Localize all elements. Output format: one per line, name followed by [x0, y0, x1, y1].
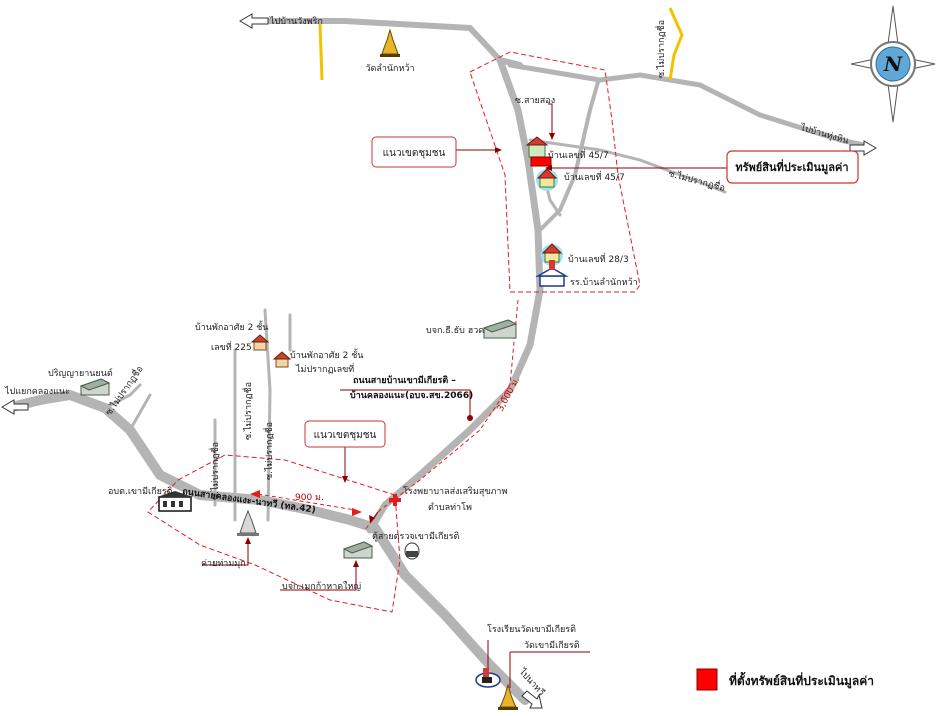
main-north-south-road: [366, 56, 544, 534]
label-hospital-line2: ตำบลท่าโพ: [428, 502, 472, 513]
callout-mekka: [280, 563, 357, 591]
distance-arrow-900-right: [352, 508, 362, 516]
label-school-wat-khao-mi-kiat: โรงเรียนวัดเขามีเกียรติ: [487, 624, 576, 635]
label-to-ban-thung-hin: ไปบ้านทุ่งหิน: [798, 122, 850, 147]
label-parinya-yanyon: ปริญญายานยนต์: [48, 367, 113, 379]
road-left-spur: [103, 383, 142, 410]
label-wat-khao-mi-kiat: วัดเขามีเกียรติ: [524, 640, 580, 651]
police-box-icon: [404, 542, 420, 560]
label-distance-3000: 3,000 ม.: [496, 376, 522, 414]
label-obt-khao-mi-kiat: อบต.เขามีเกียรติ: [108, 486, 173, 497]
callout-road-name: [340, 389, 471, 418]
school-icon: [535, 260, 569, 287]
label-road-name-line2: บ้านคลองแนะ(อบจ.สข.2066): [350, 390, 473, 401]
distance-lines: [257, 299, 519, 531]
legend: ที่ตั้งทรัพย์สินที่ประเมินมูลค่า: [696, 668, 874, 691]
label-soi-mai-prakot-chue: ซ.ไม่ปรากฏชื่อ: [667, 166, 726, 194]
callout-soi-sai-song: [548, 103, 553, 138]
callout-arrowheads: [245, 133, 555, 567]
label-company-sithap: บจก.ธี.ธับ ฮวด: [426, 325, 484, 336]
factory-icon: [79, 378, 111, 396]
community-boundary-south: [147, 454, 401, 613]
school-icon: [475, 668, 501, 688]
community-zone-bottom-label: แนวเขตชุมชน: [314, 430, 377, 441]
label-soi-vertical-3: ซ.ไม่ปรากฏชื่อ: [262, 422, 275, 480]
road-soi-vertical-2: [263, 308, 272, 522]
road-loop-inner: [528, 138, 727, 194]
house-icon: [272, 351, 292, 368]
arrow-right-icon: [849, 140, 877, 156]
subject-property-marker: [530, 156, 552, 167]
label-road-name-line1: ถนนสายบ้านเขามีเกียรติ –: [353, 375, 456, 386]
hospital-cross-icon: [389, 494, 401, 506]
house-icon: [525, 136, 549, 158]
office-building-icon: [157, 491, 193, 512]
label-school-lam-nak-wa: รร.บ้านลำนักหว้า: [570, 277, 638, 288]
label-distance-900: 900 ม.: [295, 493, 324, 503]
label-dorm-unknown-line1: บ้านพักอาศัย 2 ชั้น: [290, 348, 363, 361]
label-dorm-225-line2: เลขที่ 225: [211, 340, 252, 353]
yellow-roads: [318, 7, 684, 81]
label-soi-sai-song: ซ.สายสอง: [515, 96, 555, 106]
distance-line-3000: [364, 299, 519, 531]
community-zone-box-top: แนวเขตชุมชน: [371, 136, 457, 168]
label-house-45-7-a: บ้านเลขที่ 45/7: [548, 148, 609, 161]
label-house-28-3: บ้านเลขที่ 28/3: [568, 252, 629, 265]
road-highway-42: [7, 390, 530, 705]
house-icon: [250, 334, 270, 351]
label-soi-vertical-1: ซ.ไม่ปรากฏชื่อ: [208, 442, 221, 500]
legend-label: ที่ตั้งทรัพย์สินที่ประเมินมูลค่า: [729, 671, 874, 689]
yellow-road-right: [668, 7, 684, 81]
distance-arrow-900-left: [250, 490, 260, 498]
label-police-box: ตู้สายตรวจเขามีเกียรติ: [372, 531, 460, 542]
arrow-left-icon: [239, 13, 269, 29]
label-camp-thammuk: ค่ายท่ามมุก: [201, 559, 246, 569]
arrow-left-icon: [1, 399, 29, 415]
temple-icon: [498, 683, 518, 710]
road-right-spur: [538, 80, 600, 232]
house-icon: [541, 243, 563, 266]
pagoda-icon: [237, 509, 259, 536]
community-zone-box-bottom: แนวเขตชุมชน: [304, 420, 386, 448]
road-to-ban-wang-phrik: [265, 18, 523, 68]
label-company-mekka: บจก.เมกก้าหาดใหญ่: [282, 581, 361, 592]
label-hospital-line1: โรงพยาบาลส่งเสริมสุขภาพ: [403, 486, 507, 497]
yellow-road-left: [318, 23, 324, 81]
factory-icon: [482, 319, 518, 339]
label-soi-vertical-2: ซ.ไม่ปรากฏชื่อ: [241, 382, 254, 440]
asset-box-label: ทรัพย์สินที่ประเมินมูลค่า: [735, 159, 848, 175]
label-soi-top-vertical: ซ.ไม่ปรากฏชื่อ: [654, 20, 667, 78]
callout-lines: [202, 103, 727, 688]
house-icon: [536, 168, 558, 191]
road-left-spur-2: [128, 393, 152, 432]
label-house-45-7-b: บ้านเลขที่ 45/7: [564, 170, 625, 183]
callout-camp: [202, 540, 249, 566]
distance-line-900: [257, 493, 356, 511]
legend-swatch: [696, 668, 718, 691]
label-dorm-unknown-line2: ไม่ปรากฏเลขที่: [295, 362, 354, 375]
label-wat-lam-nak-wa: วัดลำนักหว้า: [365, 63, 414, 74]
factory-icon: [342, 541, 374, 559]
road-network: [7, 18, 871, 705]
community-zone-top-label: แนวเขตชุมชน: [383, 148, 446, 159]
temple-icon: [380, 28, 400, 57]
compass-letter: N: [883, 52, 903, 76]
label-to-khlong-nae-junction: ไปแยกคลองแนะ: [4, 386, 70, 397]
road-ring-top: [507, 62, 871, 149]
road-name-pointer-dot: [467, 415, 473, 421]
label-dorm-225-line1: บ้านพักอาศัย 2 ชั้น: [195, 320, 268, 333]
label-to-ban-wang-phrik: ไปบ้านวังพริก: [269, 16, 323, 27]
compass-icon: N: [850, 5, 936, 123]
arrow-down-right-icon: [521, 690, 543, 709]
asset-box: ทรัพย์สินที่ประเมินมูลค่า: [726, 150, 859, 184]
